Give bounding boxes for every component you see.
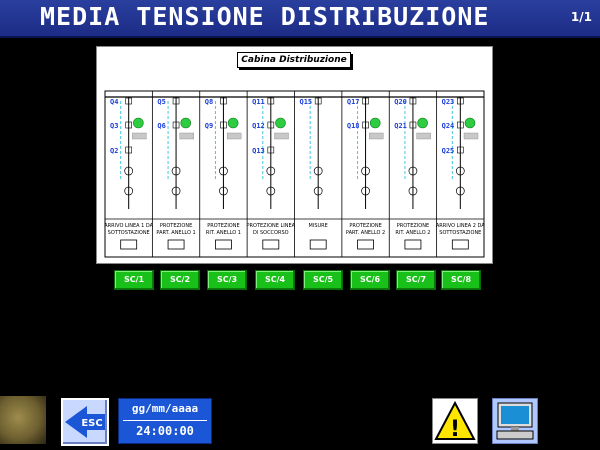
sc-button-2[interactable]: SC/2: [160, 270, 200, 290]
bay-code: Q12: [252, 122, 265, 130]
diagram-title: Cabina Distribuzione: [237, 52, 351, 68]
bay-box-icon: [167, 239, 185, 250]
bay-code: Q18: [347, 122, 360, 130]
status-indicator-icon: [369, 117, 381, 129]
sc-button-7[interactable]: SC/7: [396, 270, 436, 290]
bay-box-icon: [451, 239, 469, 250]
bay-box-icon: [120, 239, 138, 250]
esc-label: ESC: [81, 418, 102, 429]
status-indicator-icon: [464, 117, 476, 129]
bay-code: Q24: [442, 122, 455, 130]
warning-icon: !: [434, 400, 476, 442]
bay-label: PROTEZIONE: [160, 223, 192, 229]
bay-box-icon: [404, 239, 422, 250]
esc-button[interactable]: ESC: [61, 398, 109, 446]
bay-code: Q23: [442, 98, 455, 106]
bay-label: MISURE: [309, 223, 328, 229]
company-logo: [0, 396, 46, 444]
status-indicator-icon: [227, 117, 239, 129]
system-button[interactable]: [492, 398, 538, 444]
bay-code: Q25: [442, 147, 455, 155]
warning-glyph: !: [450, 417, 460, 442]
sc-button-5[interactable]: SC/5: [303, 270, 343, 290]
sc-button-8[interactable]: SC/8: [441, 270, 481, 290]
bay-box-icon: [309, 239, 327, 250]
bay-label: PART. ANELLO 2: [346, 230, 385, 236]
page-number: 1/1: [570, 10, 592, 24]
bay-code: Q11: [252, 98, 265, 106]
sc-button-3[interactable]: SC/3: [207, 270, 247, 290]
status-indicator-icon: [180, 117, 192, 129]
bay-code: Q2: [110, 147, 118, 155]
time-value: 24:00:00: [136, 424, 194, 438]
bay-label: PART. ANELLO 1: [156, 230, 195, 236]
bay-label: PROTEZIONE: [349, 223, 381, 229]
bay-label: PROTEZIONE: [397, 223, 429, 229]
status-indicator-icon: [417, 117, 428, 129]
datetime-display: gg/mm/aaaa 24:00:00: [118, 398, 212, 444]
bay-label: RIT. ANELLO 1: [206, 230, 241, 236]
bay-code: Q21: [394, 122, 407, 130]
sc-button-1[interactable]: SC/1: [114, 270, 154, 290]
bay-code: Q6: [157, 122, 165, 130]
bay-label: PROTEZIONE: [207, 223, 239, 229]
bay-code: Q20: [394, 98, 407, 106]
bay-code: Q17: [347, 98, 360, 106]
page-title: MEDIA TENSIONE DISTRIBUZIONE: [40, 2, 490, 31]
bay-label: DI SOCCORSO: [253, 230, 289, 236]
sc-button-4[interactable]: SC/4: [255, 270, 295, 290]
status-indicator-icon: [133, 117, 144, 129]
title-bar: MEDIA TENSIONE DISTRIBUZIONE 1/1: [0, 0, 600, 38]
bay-box-icon: [357, 239, 374, 250]
bay-code: Q13: [252, 147, 265, 155]
bay-label: SOTTOSTAZIONE: [439, 230, 481, 236]
bay-code: Q8: [205, 98, 213, 106]
bay-label: ARRIVO LINEA 2 DA: [436, 223, 485, 229]
date-value: gg/mm/aaaa: [131, 402, 199, 415]
bay-label: ARRIVO LINEA 1 DA: [104, 223, 153, 229]
bay-code: Q3: [110, 122, 118, 130]
back-arrow-icon: ESC: [65, 406, 105, 438]
alarm-button[interactable]: !: [432, 398, 478, 444]
status-indicator-icon: [275, 117, 286, 129]
bay-label: RIT. ANELLO 2: [395, 230, 430, 236]
bay-code: Q4: [110, 98, 118, 106]
bay-code: Q5: [157, 98, 165, 106]
bay-box-icon: [262, 239, 280, 250]
bay-label: SOTTOSTAZIONE: [108, 230, 150, 236]
bay-code: Q9: [205, 122, 213, 130]
computer-icon: [496, 402, 534, 440]
bay-box-icon: [215, 239, 232, 250]
sc-button-6[interactable]: SC/6: [350, 270, 390, 290]
bay-label: PROTEZIONE LINEA: [247, 223, 296, 229]
bay-code: Q15: [300, 98, 313, 106]
